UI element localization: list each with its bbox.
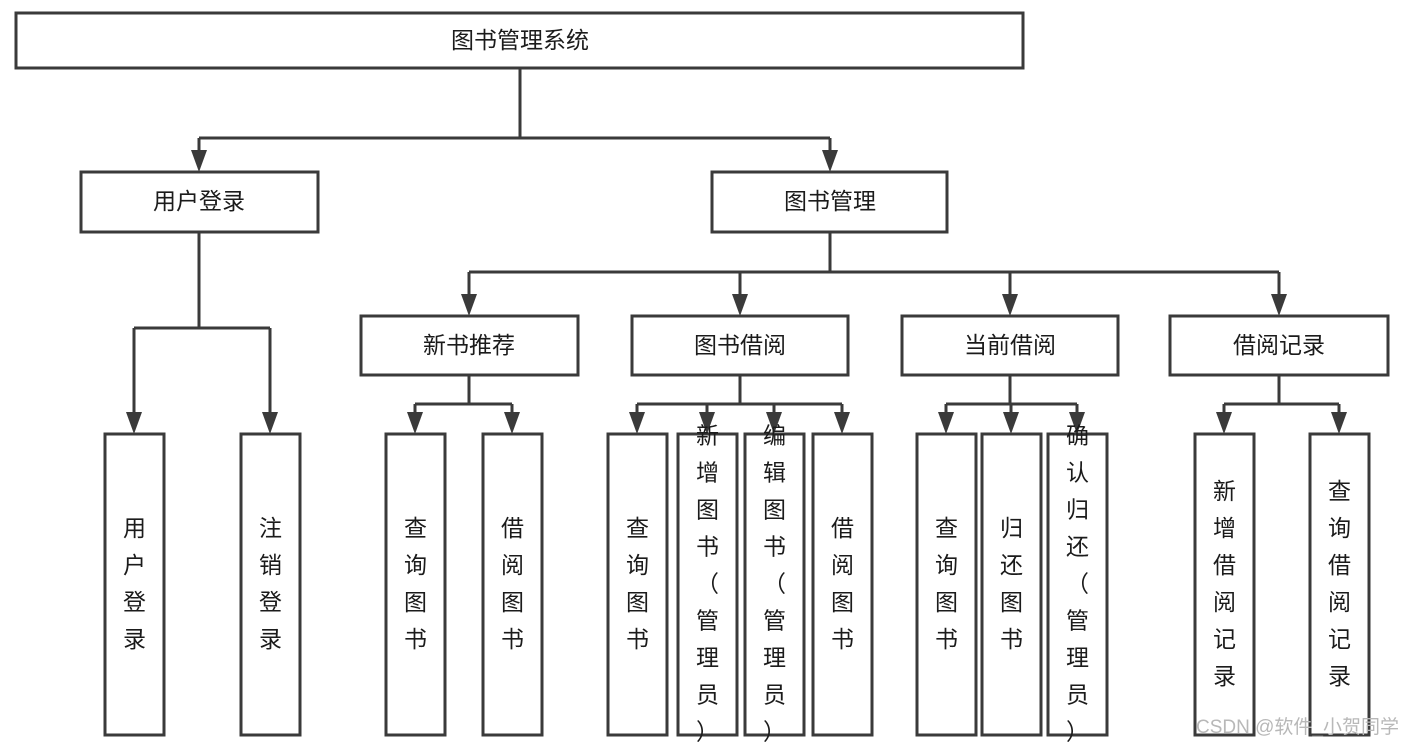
node-leaf-query-book-rec-label: 查询图书 xyxy=(404,515,427,652)
node-leaf-add-borrow-record-label: 新增借阅记录 xyxy=(1213,478,1236,689)
node-leaf-return-book-box[interactable] xyxy=(980,432,1043,737)
node-leaf-edit-book-admin[interactable]: 编辑图书（管理员） xyxy=(743,423,806,745)
node-leaf-borrow-book[interactable]: 借阅图书 xyxy=(811,432,874,737)
node-new-book-recommend-label: 新书推荐 xyxy=(423,332,515,358)
node-leaf-query-book-borrow-box[interactable] xyxy=(606,432,669,737)
node-user-login[interactable]: 用户登录 xyxy=(79,170,320,234)
node-leaf-user-login-box[interactable] xyxy=(103,432,166,737)
arrowhead-leaf-query-borrow-record xyxy=(1331,412,1347,434)
node-leaf-query-book-current[interactable]: 查询图书 xyxy=(915,432,978,737)
node-leaf-query-borrow-record-label: 查询借阅记录 xyxy=(1328,478,1351,689)
node-book-borrow[interactable]: 图书借阅 xyxy=(630,314,850,377)
arrowhead-user-login xyxy=(191,150,207,172)
node-leaf-query-borrow-record-box[interactable] xyxy=(1308,432,1371,737)
node-leaf-query-book-current-label: 查询图书 xyxy=(935,515,958,652)
arrowhead-leaf-add-borrow-record xyxy=(1216,412,1232,434)
node-leaf-user-login[interactable]: 用户登录 xyxy=(103,432,166,737)
node-leaf-add-book-admin-box[interactable] xyxy=(676,432,739,737)
arrowhead-leaf-query-book-current xyxy=(938,412,954,434)
node-leaf-query-book-borrow-label: 查询图书 xyxy=(626,515,649,652)
arrowhead-leaf-borrow-book-rec xyxy=(504,412,520,434)
arrowhead-current-borrow xyxy=(1002,294,1018,316)
node-root-label: 图书管理系统 xyxy=(451,27,589,53)
node-current-borrow-box[interactable] xyxy=(900,314,1120,377)
arrowhead-leaf-query-book-rec xyxy=(407,412,423,434)
leaf-node-layer: 用户登录 注销登录 查询图书 借阅图书 查询图书 新增图书（管理员） 编辑图书（管理员） 借阅… xyxy=(103,423,1371,745)
node-root-box[interactable] xyxy=(14,11,1025,70)
arrowhead-leaf-borrow-book xyxy=(834,412,850,434)
node-new-book-recommend[interactable]: 新书推荐 xyxy=(359,314,580,377)
arrowhead-new-book-recommend xyxy=(461,294,477,316)
node-leaf-query-borrow-record[interactable]: 查询借阅记录 xyxy=(1308,432,1371,737)
node-new-book-recommend-box[interactable] xyxy=(359,314,580,377)
node-leaf-logout-box[interactable] xyxy=(239,432,302,737)
node-user-login-label: 用户登录 xyxy=(153,188,245,214)
node-leaf-query-book-current-box[interactable] xyxy=(915,432,978,737)
watermark-label: CSDN @软件_小贺同学 xyxy=(1196,716,1399,738)
node-leaf-borrow-book-box[interactable] xyxy=(811,432,874,737)
node-leaf-confirm-return-admin-box[interactable] xyxy=(1046,432,1109,737)
node-book-management[interactable]: 图书管理 xyxy=(710,170,949,234)
node-borrow-record-box[interactable] xyxy=(1168,314,1390,377)
node-leaf-confirm-return-admin[interactable]: 确认归还（管理员） xyxy=(1046,423,1109,745)
node-leaf-borrow-book-label: 借阅图书 xyxy=(831,515,854,652)
node-leaf-borrow-book-rec[interactable]: 借阅图书 xyxy=(481,432,544,737)
node-leaf-return-book-label: 归还图书 xyxy=(1000,515,1023,652)
arrowhead-leaf-edit-book-admin xyxy=(766,412,782,434)
node-leaf-edit-book-admin-label: 编辑图书（管理员） xyxy=(763,423,786,745)
arrowhead-leaf-return-book xyxy=(1003,412,1019,434)
node-book-borrow-label: 图书借阅 xyxy=(694,332,786,358)
arrowhead-leaf-logout xyxy=(262,412,278,434)
node-leaf-query-book-borrow[interactable]: 查询图书 xyxy=(606,432,669,737)
node-borrow-record[interactable]: 借阅记录 xyxy=(1168,314,1390,377)
node-leaf-query-book-rec-box[interactable] xyxy=(384,432,447,737)
node-book-borrow-box[interactable] xyxy=(630,314,850,377)
node-leaf-query-book-rec[interactable]: 查询图书 xyxy=(384,432,447,737)
node-leaf-confirm-return-admin-label: 确认归还（管理员） xyxy=(1066,423,1089,745)
arrowhead-leaf-add-book-admin xyxy=(699,412,715,434)
arrowhead-leaf-confirm-return-admin xyxy=(1069,412,1085,434)
node-user-login-box[interactable] xyxy=(79,170,320,234)
arrowhead-leaf-user-login xyxy=(126,412,142,434)
node-leaf-user-login-label: 用户登录 xyxy=(123,515,146,652)
arrowhead-book-management xyxy=(822,150,838,172)
node-leaf-logout[interactable]: 注销登录 xyxy=(239,432,302,737)
node-root[interactable]: 图书管理系统 xyxy=(14,11,1025,70)
node-borrow-record-label: 借阅记录 xyxy=(1233,332,1325,358)
node-leaf-add-borrow-record[interactable]: 新增借阅记录 xyxy=(1193,432,1256,737)
node-leaf-edit-book-admin-box[interactable] xyxy=(743,432,806,737)
arrowhead-borrow-record xyxy=(1271,294,1287,316)
node-current-borrow[interactable]: 当前借阅 xyxy=(900,314,1120,377)
node-leaf-add-borrow-record-box[interactable] xyxy=(1193,432,1256,737)
node-current-borrow-label: 当前借阅 xyxy=(964,332,1056,358)
node-leaf-borrow-book-rec-box[interactable] xyxy=(481,432,544,737)
node-book-management-label: 图书管理 xyxy=(784,188,876,214)
node-leaf-borrow-book-rec-label: 借阅图书 xyxy=(501,515,524,652)
node-leaf-logout-label: 注销登录 xyxy=(259,515,282,652)
node-leaf-add-book-admin-label: 新增图书（管理员） xyxy=(696,423,719,745)
arrowhead-book-borrow xyxy=(732,294,748,316)
node-leaf-return-book[interactable]: 归还图书 xyxy=(980,432,1043,737)
connector-layer xyxy=(126,68,1347,434)
node-leaf-add-book-admin[interactable]: 新增图书（管理员） xyxy=(676,423,739,745)
node-book-management-box[interactable] xyxy=(710,170,949,234)
arrowhead-leaf-query-book-borrow xyxy=(629,412,645,434)
